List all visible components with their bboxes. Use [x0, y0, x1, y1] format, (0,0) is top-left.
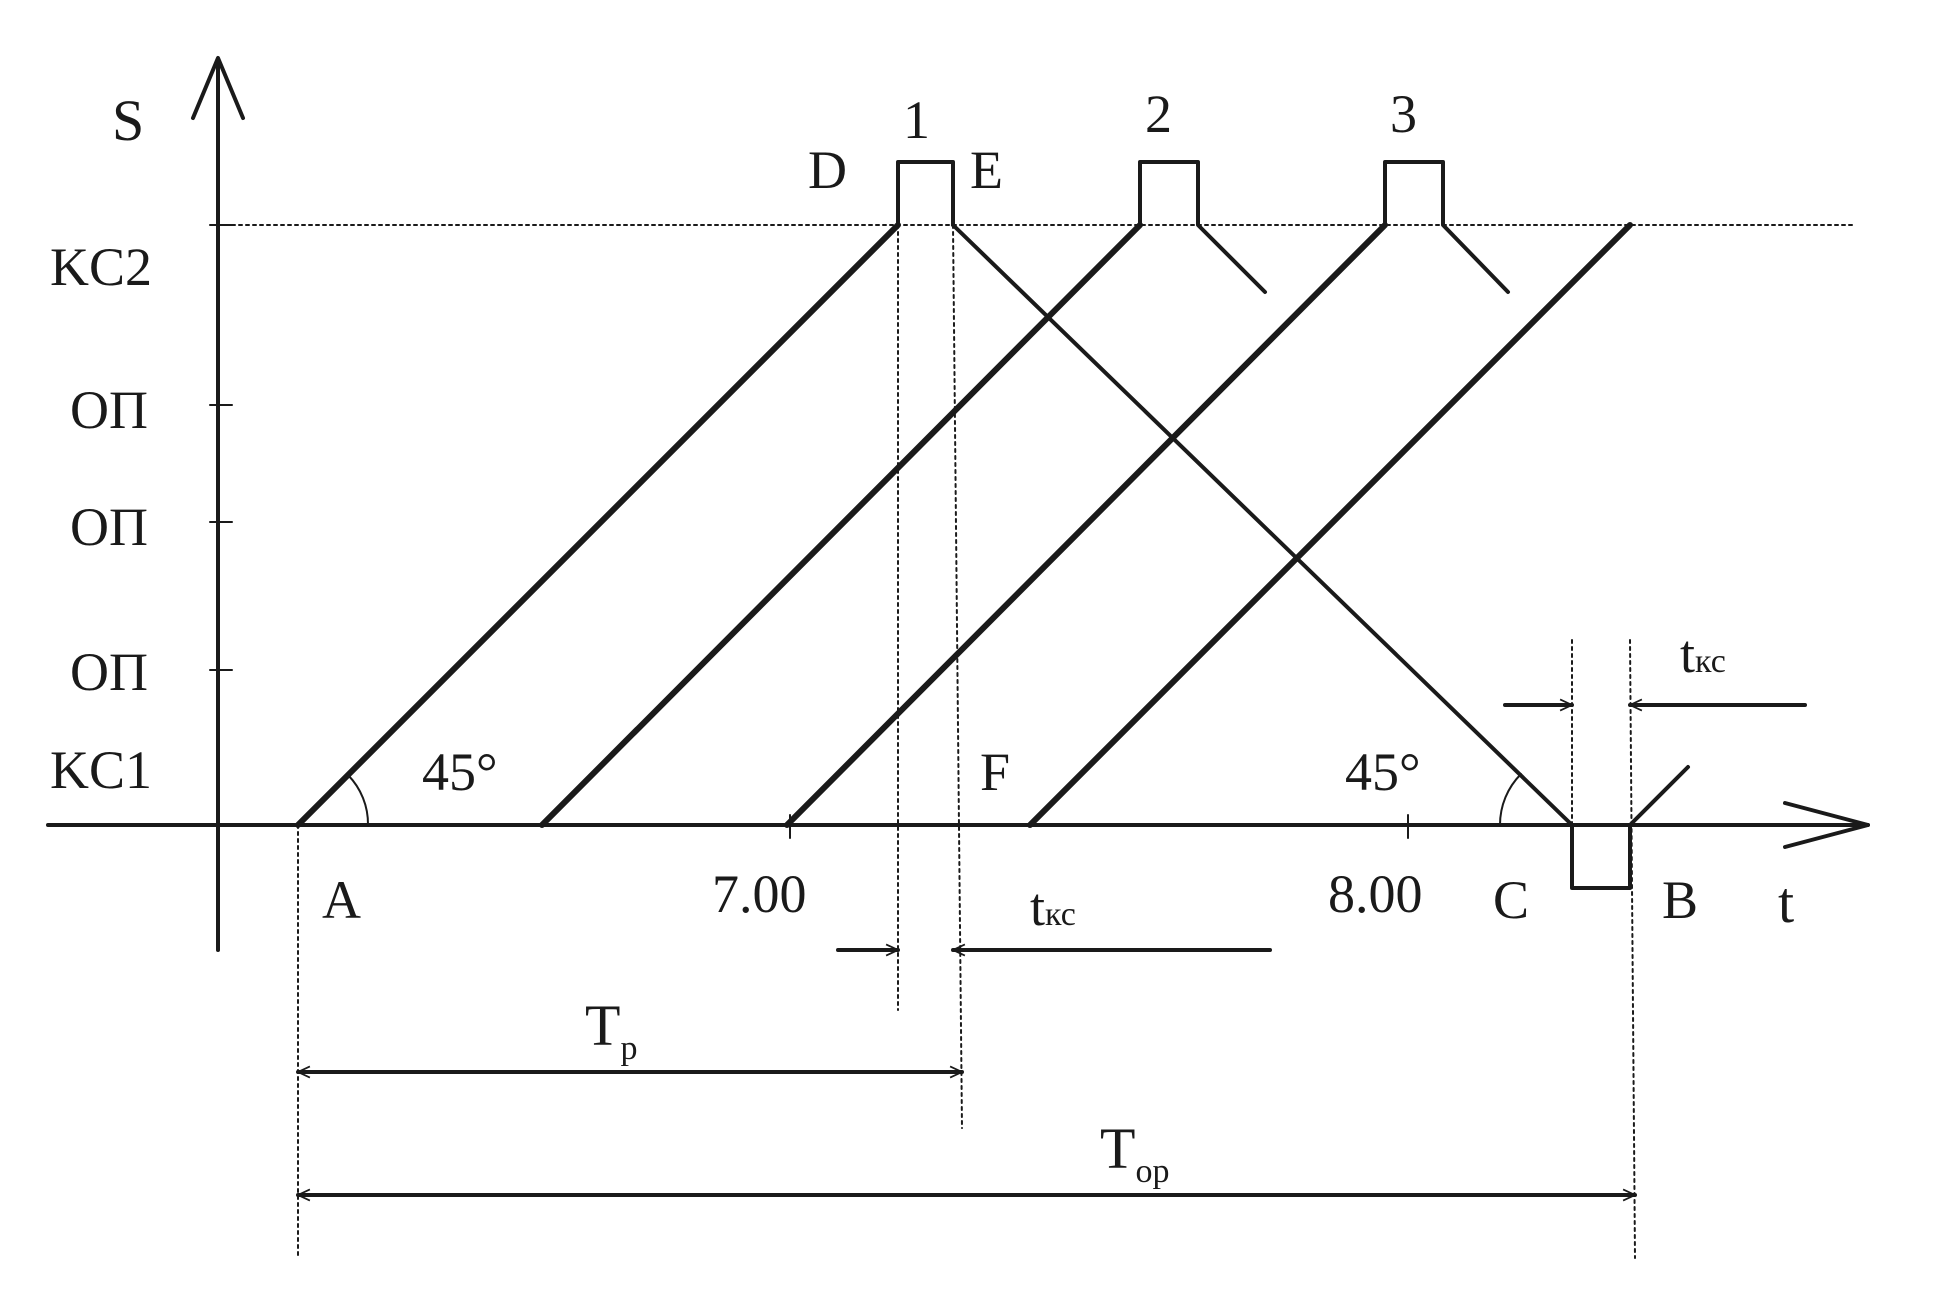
y-axis-label: S — [112, 88, 144, 153]
y-axis-arrowhead — [191, 56, 245, 120]
point-d: D — [808, 140, 847, 200]
guide-e — [952, 224, 963, 1129]
point-e: E — [970, 140, 1003, 200]
station-kc1: KC1 — [50, 740, 152, 800]
station-kc2: KC2 — [50, 237, 152, 297]
x-axis-label: t — [1778, 870, 1794, 935]
angle-label-right: 45° — [1345, 742, 1421, 802]
tp-label: Tр — [585, 993, 637, 1067]
train-3-path — [784, 222, 1388, 828]
angle-arc-left — [347, 774, 370, 826]
point-a: A — [322, 870, 361, 930]
station-op-3: ОП — [70, 642, 148, 702]
angle-arc-right — [1498, 773, 1522, 826]
return-path — [951, 223, 1574, 827]
train-2-stop — [1138, 160, 1267, 294]
train-1-label: 1 — [903, 90, 930, 150]
point-c: C — [1493, 870, 1529, 930]
guide-b — [1629, 639, 1636, 1259]
kc1-stop — [1570, 765, 1690, 890]
top-label: Tор — [1100, 1116, 1169, 1190]
point-f: F — [980, 742, 1010, 802]
train-3-label: 3 — [1390, 84, 1417, 144]
station-op-2: ОП — [70, 497, 148, 557]
tkc2-label: tкс — [1680, 624, 1726, 684]
train-1-stop — [896, 160, 955, 227]
train-2-path — [539, 222, 1143, 828]
train-2-label: 2 — [1145, 84, 1172, 144]
station-op-1: ОП — [70, 380, 148, 440]
angle-label-left: 45° — [422, 742, 498, 802]
tick-label-8-00: 8.00 — [1328, 864, 1423, 924]
train-1-path — [295, 222, 901, 828]
point-b: B — [1662, 870, 1698, 930]
x-axis-arrowhead — [1783, 801, 1870, 849]
train-4-path — [1027, 222, 1633, 828]
tick-label-7-00: 7.00 — [712, 864, 807, 924]
train-3-stop — [1383, 160, 1510, 294]
tkc-label: tкс — [1030, 877, 1076, 937]
